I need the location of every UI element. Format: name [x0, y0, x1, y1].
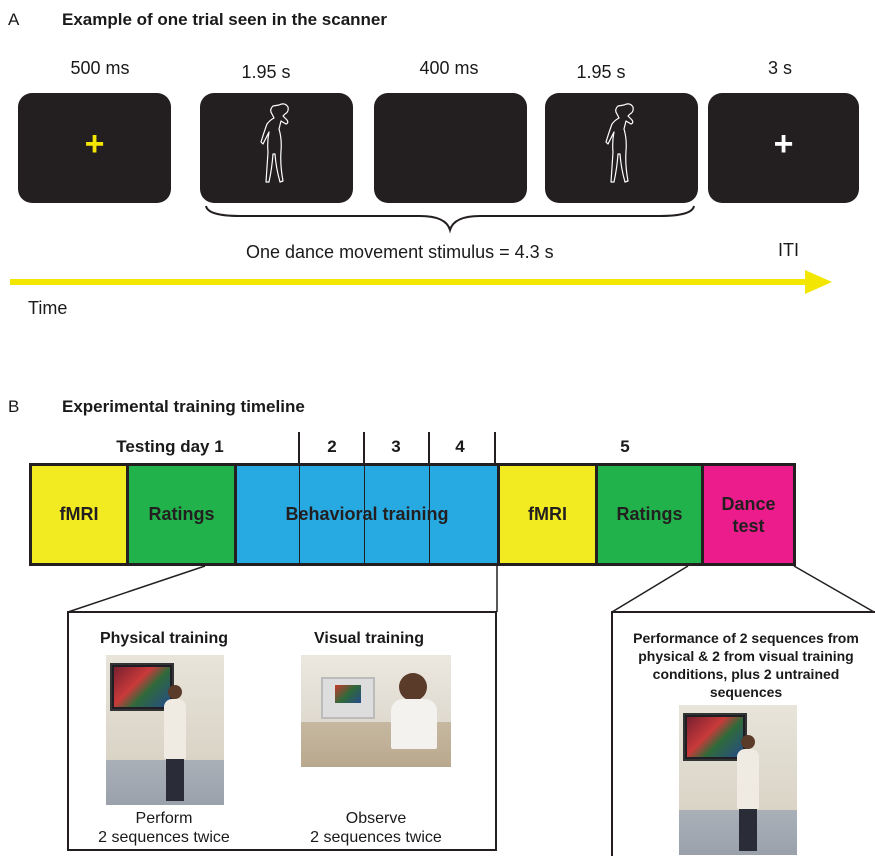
day-label-3: 3	[391, 437, 401, 456]
segment-label: Ratings	[616, 504, 683, 524]
visual-caption-1: Observe	[345, 810, 407, 827]
person-figure	[737, 749, 759, 809]
panel-a-title: Example of one trial seen in the scanner	[62, 10, 387, 29]
dance-test-photo	[679, 705, 797, 855]
day-separator	[429, 466, 430, 563]
segment-label: fMRI	[59, 504, 99, 524]
day-divider	[298, 432, 300, 464]
panel-b-title: Experimental training timeline	[62, 397, 305, 416]
segment-ratings-1: Ratings	[129, 466, 237, 563]
frame-4-duration: 1.95 s	[576, 62, 626, 82]
wall-tv-screen	[110, 663, 174, 711]
stimulus-duration-label: One dance movement stimulus = 4.3 s	[246, 242, 554, 262]
segment-behavioral-training: Behavioral training	[237, 466, 500, 563]
segment-ratings-2: Ratings	[598, 466, 704, 563]
segment-label: Ratings	[148, 504, 215, 524]
panel-b-letter: B	[8, 397, 20, 416]
frame-1-duration: 500 ms	[70, 58, 130, 78]
visual-training-photo	[301, 655, 451, 767]
dancer-figure-icon	[260, 103, 289, 183]
training-detail-box: Physical training Perform 2 sequences tw…	[67, 611, 497, 851]
blank-screen	[374, 93, 527, 203]
frame-2-duration: 1.95 s	[241, 62, 291, 82]
stimulus-brace	[205, 205, 695, 234]
person-figure	[391, 699, 437, 749]
segment-label: Behavioral training	[285, 504, 449, 524]
physical-caption-2: 2 sequences twice	[98, 829, 230, 846]
segment-label: Dance test	[721, 493, 776, 536]
person-figure	[164, 699, 186, 759]
day-divider	[494, 432, 496, 464]
fixation-cross-white: +	[773, 125, 794, 163]
dance-stimulus-screen-1	[200, 93, 353, 203]
day-separator	[299, 466, 300, 563]
timeline-bar: fMRI Ratings Behavioral training fMRI Ra…	[29, 463, 796, 566]
fixation-screen-iti: +	[708, 93, 859, 203]
day-divider	[428, 432, 430, 464]
physical-training-photo	[106, 655, 224, 805]
time-arrow	[10, 270, 832, 294]
frame-3-duration: 400 ms	[419, 58, 479, 78]
physical-caption-1: Perform	[135, 810, 193, 827]
segment-fmri-1: fMRI	[32, 466, 129, 563]
fixation-screen-1: +	[18, 93, 171, 203]
fixation-cross-yellow: +	[84, 125, 105, 163]
physical-training-title: Physical training	[99, 630, 229, 647]
day-separator	[364, 466, 365, 563]
segment-label: fMRI	[528, 504, 567, 524]
time-label: Time	[28, 298, 68, 318]
wall-tv-screen	[683, 713, 747, 761]
monitor-screen	[321, 677, 375, 719]
day-label-2: 2	[327, 437, 337, 456]
day-label-4: 4	[455, 437, 465, 456]
visual-caption-2: 2 sequences twice	[310, 829, 442, 846]
dance-stimulus-screen-2	[545, 93, 698, 203]
segment-dance-test: Dance test	[704, 466, 793, 563]
dance-test-detail-box: Performance of 2 sequences from physical…	[611, 611, 875, 856]
day-label-1: Testing day 1	[116, 437, 224, 456]
dance-test-description: Performance of 2 sequences from physical…	[633, 630, 859, 700]
visual-training-title: Visual training	[314, 630, 424, 647]
segment-fmri-2: fMRI	[500, 466, 598, 563]
frame-5-duration: 3 s	[767, 58, 792, 78]
panel-a-letter: A	[8, 10, 20, 29]
dancer-figure-icon	[605, 103, 634, 183]
callout-connectors	[67, 565, 875, 613]
day-label-5: 5	[620, 437, 630, 456]
iti-label: ITI	[778, 240, 799, 260]
day-divider	[363, 432, 365, 464]
